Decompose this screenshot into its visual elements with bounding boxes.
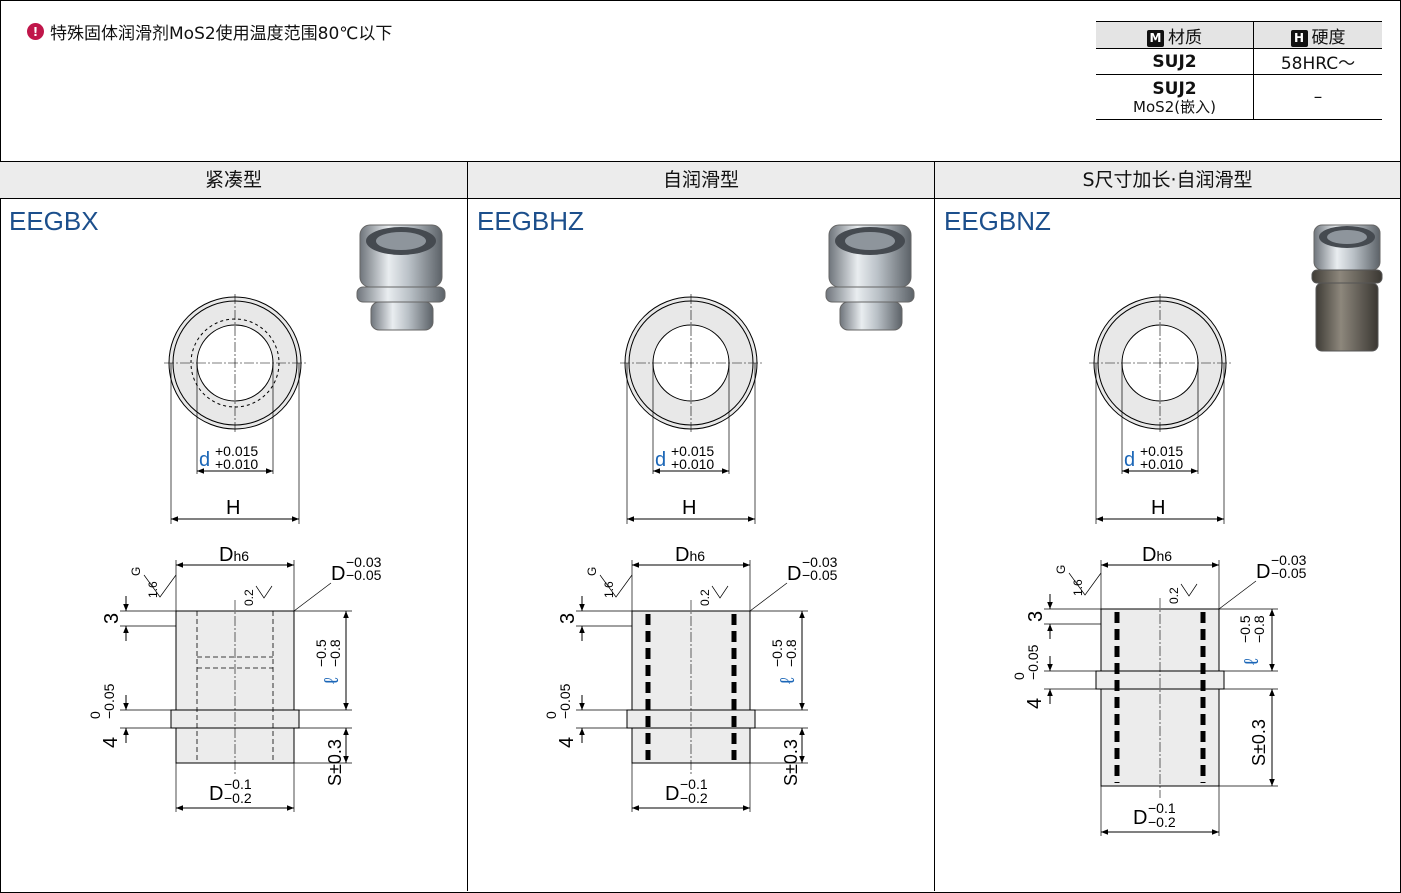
svg-text:1.6: 1.6	[1071, 579, 1085, 596]
material-tag: M	[1147, 29, 1164, 47]
Dh6-label: Dh6	[1142, 544, 1172, 566]
svg-text:−0.03: −0.03	[802, 554, 838, 570]
svg-text:−0.5: −0.5	[313, 639, 329, 667]
column-extended: S尺寸加长·自润滑型 EEGBNZ	[935, 161, 1400, 892]
svg-text:−0.8: −0.8	[1251, 615, 1267, 643]
svg-text:−0.8: −0.8	[783, 639, 799, 667]
svg-text:−0.8: −0.8	[327, 639, 343, 667]
d-symbol: d	[655, 449, 666, 471]
D-top-label: D	[787, 563, 801, 585]
flange-label: 4	[556, 737, 578, 748]
d-symbol: d	[1124, 449, 1135, 471]
column-divider	[467, 161, 468, 891]
G-label: G	[585, 567, 599, 576]
column-header: 紧凑型	[0, 162, 467, 199]
d-symbol: d	[199, 449, 210, 471]
svg-text:−0.1: −0.1	[680, 776, 708, 792]
svg-text:−0.2: −0.2	[680, 790, 708, 806]
column-compact: 紧凑型 EEGBX	[0, 161, 467, 892]
H-label: H	[226, 497, 240, 519]
svg-text:0: 0	[87, 711, 103, 719]
D-bottom-label: D	[1133, 807, 1147, 829]
top-view	[164, 294, 306, 524]
D-bottom-label: D	[209, 783, 223, 805]
material-cell: SUJ2	[1096, 48, 1254, 75]
svg-text:−0.05: −0.05	[802, 567, 838, 583]
flange-label: 4	[1024, 698, 1046, 709]
D-bottom-label: D	[665, 783, 679, 805]
svg-text:+0.015: +0.015	[1140, 443, 1183, 459]
model-code: EEGBX	[9, 206, 99, 236]
svg-text:−0.1: −0.1	[1148, 800, 1176, 816]
svg-text:0.2: 0.2	[698, 589, 712, 606]
product-photo	[356, 224, 446, 331]
svg-text:+0.010: +0.010	[1140, 456, 1183, 472]
three-label: 3	[1025, 611, 1047, 622]
svg-text:−0.05: −0.05	[346, 567, 382, 583]
svg-text:+0.010: +0.010	[671, 456, 714, 472]
hardness-tag: H	[1290, 29, 1308, 47]
roughness-2: 0.2	[242, 589, 256, 606]
top-view	[1089, 294, 1231, 524]
svg-text:1.6: 1.6	[602, 581, 616, 598]
svg-text:−0.05: −0.05	[1025, 644, 1041, 680]
l-label: ℓ	[777, 677, 799, 684]
three-label: 3	[557, 613, 579, 624]
l-label: ℓ	[321, 677, 343, 684]
side-view	[1044, 560, 1278, 836]
column-self-lubricating: 自润滑型 EEGBHZ	[468, 161, 934, 892]
flange-label: 4	[100, 737, 122, 748]
S-label: S±0.3	[325, 739, 345, 786]
hardness-cell: 58HRC～	[1253, 48, 1382, 75]
product-photo	[825, 224, 915, 331]
svg-text:−0.2: −0.2	[1148, 814, 1176, 830]
hardness-cell: –	[1253, 74, 1382, 120]
Dh6-label: Dh6	[675, 544, 705, 566]
Dh6-label: Dh6	[219, 544, 249, 566]
lubricant-note: ! 特殊固体润滑剂MoS2使用温度范围80℃以下	[27, 19, 392, 44]
H-label: H	[1151, 497, 1165, 519]
D-top-label: D	[1256, 561, 1270, 583]
roughness-1: 1.6	[146, 581, 160, 598]
svg-text:−0.05: −0.05	[1271, 565, 1307, 581]
d-tol-upper: +0.015	[215, 443, 258, 459]
G-label: G	[1054, 565, 1068, 574]
svg-text:−0.03: −0.03	[346, 554, 382, 570]
three-label: 3	[101, 613, 123, 624]
side-view	[576, 560, 808, 812]
svg-text:−0.05: −0.05	[101, 683, 117, 719]
svg-text:0: 0	[543, 711, 559, 719]
exclamation-icon: !	[27, 23, 44, 40]
column-header: S尺寸加长·自润滑型	[935, 162, 1400, 199]
note-text: 特殊固体润滑剂MoS2使用温度范围80℃以下	[50, 24, 393, 44]
G-label: G	[129, 567, 143, 576]
svg-text:−0.1: −0.1	[224, 776, 252, 792]
d-tol-lower: +0.010	[215, 456, 258, 472]
svg-text:−0.05: −0.05	[557, 683, 573, 719]
model-code: EEGBHZ	[477, 206, 584, 236]
svg-text:−0.5: −0.5	[769, 639, 785, 667]
H-label: H	[682, 497, 696, 519]
model-code: EEGBNZ	[944, 206, 1051, 236]
S-label: S±0.3	[1249, 719, 1269, 766]
svg-text:−0.5: −0.5	[1237, 615, 1253, 643]
svg-text:0.2: 0.2	[1167, 587, 1181, 604]
D-top-label: D	[331, 563, 345, 585]
svg-text:−0.2: −0.2	[224, 790, 252, 806]
product-photo	[1311, 224, 1383, 352]
side-view	[120, 560, 352, 812]
svg-text:+0.015: +0.015	[671, 443, 714, 459]
svg-text:0: 0	[1011, 672, 1027, 680]
svg-text:−0.03: −0.03	[1271, 552, 1307, 568]
top-view	[620, 294, 762, 524]
l-label: ℓ	[1241, 658, 1263, 665]
column-header: 自润滑型	[468, 162, 934, 199]
column-divider	[934, 161, 935, 891]
S-label: S±0.3	[781, 739, 801, 786]
